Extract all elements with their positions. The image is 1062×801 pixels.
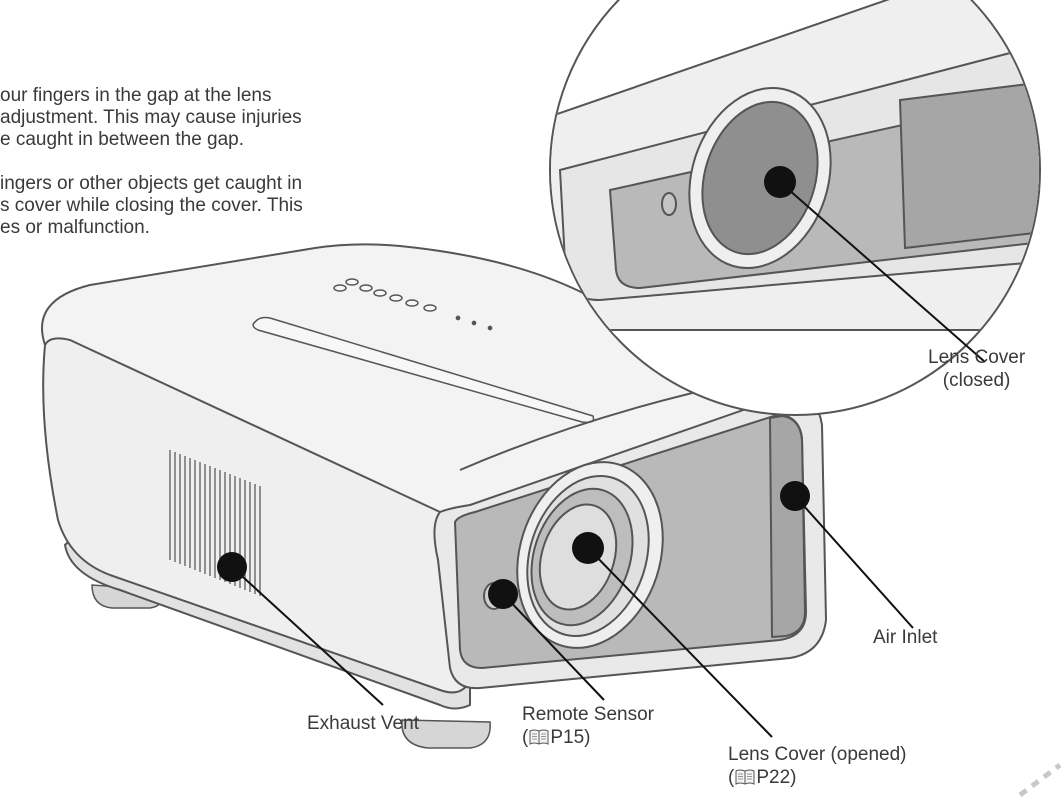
warning-1-line-2: adjustment. This may cause injuries [0, 107, 302, 128]
book-reference-icon [735, 769, 755, 785]
warning-2-line-3: es or malfunction. [0, 217, 150, 238]
label-remote-sensor-line1: Remote Sensor [522, 704, 655, 725]
marker-lens-cover-closed [764, 166, 796, 198]
label-remote-sensor: Remote Sensor ( P15) [522, 703, 654, 749]
label-lens-cover-opened-ref: P22) [756, 767, 797, 788]
label-lens-cover-closed-line1: Lens Cover [928, 347, 1026, 368]
warning-text: our fingers in the gap at the lens adjus… [0, 85, 430, 239]
marker-air-inlet [780, 481, 810, 511]
closed-cover-inset [459, 0, 1041, 471]
warning-1-line-1: our fingers in the gap at the lens [0, 85, 272, 106]
warning-paragraph-2: ingers or other objects get caught in s … [0, 173, 430, 239]
marker-remote-sensor [488, 579, 518, 609]
label-remote-sensor-open: ( [522, 727, 529, 748]
book-reference-icon [529, 729, 549, 745]
warning-2-line-1: ingers or other objects get caught in [0, 173, 303, 194]
label-air-inlet: Air Inlet [873, 627, 938, 648]
label-lens-cover-opened-open: ( [728, 767, 735, 788]
corner-dash-decoration [1018, 763, 1062, 797]
label-lens-cover-closed-line2: (closed) [942, 370, 1011, 391]
callout-markers [217, 166, 810, 609]
callout-lines [231, 181, 986, 738]
warning-paragraph-1: our fingers in the gap at the lens adjus… [0, 85, 430, 151]
marker-exhaust-vent [217, 552, 247, 582]
label-lens-cover-opened: Lens Cover (opened) ( P22) [728, 743, 907, 789]
label-lens-cover-closed: Lens Cover (closed) [928, 346, 1025, 392]
label-remote-sensor-ref: P15) [550, 727, 591, 748]
marker-lens-cover-opened [572, 532, 604, 564]
label-exhaust-vent: Exhaust Vent [307, 713, 419, 734]
warning-1-line-3: e caught in between the gap. [0, 129, 245, 150]
label-lens-cover-opened-line1: Lens Cover (opened) [728, 744, 907, 765]
warning-2-line-2: s cover while closing the cover. This [0, 195, 303, 216]
